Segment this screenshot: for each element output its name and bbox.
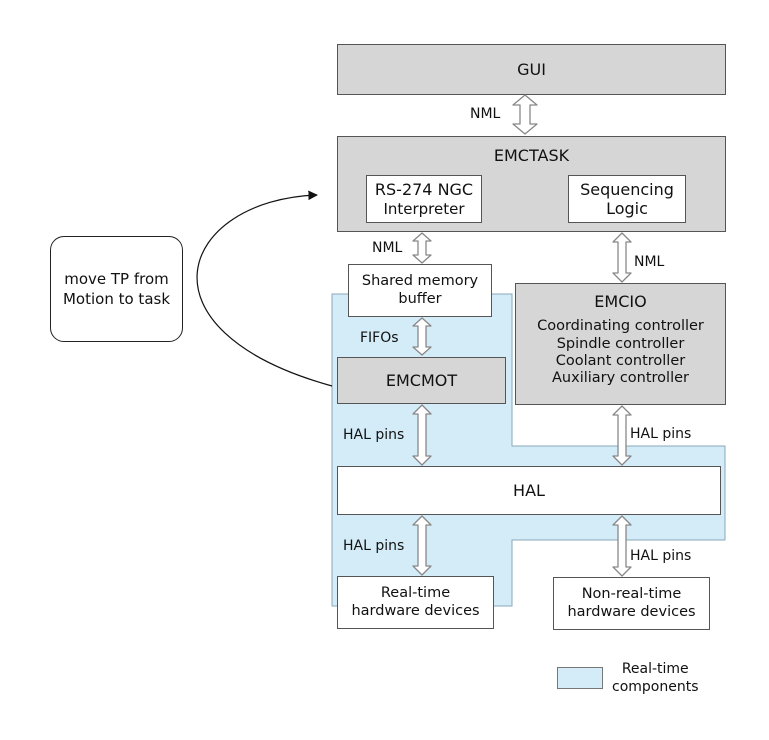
sequencing-line1: Sequencing bbox=[580, 179, 674, 199]
hal-pins-label-emcmot: HAL pins bbox=[343, 427, 405, 443]
legend-line1: Real-time bbox=[621, 661, 689, 677]
sequencing-line2: Logic bbox=[606, 199, 648, 218]
legend-swatch bbox=[557, 667, 603, 689]
legend-line2: components bbox=[612, 679, 699, 696]
shm-line1: Shared memory bbox=[361, 273, 479, 290]
arrow-emcio-hal bbox=[612, 405, 632, 466]
arrow-task-shm bbox=[412, 232, 432, 264]
emcio-item: Coolant controller bbox=[555, 352, 686, 369]
nml-label-gui-task: NML bbox=[470, 106, 501, 122]
nrt-line2: hardware devices bbox=[567, 603, 696, 620]
rt-line1: Real-time bbox=[380, 585, 451, 602]
gui-box: GUI bbox=[337, 44, 726, 95]
arrow-fifos bbox=[412, 317, 432, 356]
note-line1: move TP from bbox=[64, 269, 169, 288]
emcio-item: Auxiliary controller bbox=[552, 370, 689, 387]
rt-line2: hardware devices bbox=[351, 602, 480, 619]
hal-pins-label-rt: HAL pins bbox=[343, 538, 405, 554]
fifos-label: FIFOs bbox=[360, 330, 399, 346]
nrt-line1: Non-real-time bbox=[581, 586, 682, 603]
hal-label: HAL bbox=[513, 480, 545, 500]
emcio-item: Spindle controller bbox=[556, 335, 685, 352]
arrow-hal-rt bbox=[412, 515, 432, 576]
shared-memory-box: Shared memory buffer bbox=[348, 264, 492, 317]
shm-line2: buffer bbox=[398, 290, 442, 307]
emcmot-box: EMCMOT bbox=[337, 357, 506, 404]
interpreter-box: RS-274 NGC Interpreter bbox=[366, 175, 482, 223]
emcio-box: EMCIO Coordinating controller Spindle co… bbox=[515, 283, 726, 405]
hal-pins-label-nrt: HAL pins bbox=[630, 548, 692, 564]
gui-label: GUI bbox=[517, 59, 546, 79]
arrow-emcmot-hal bbox=[412, 404, 432, 466]
arrow-hal-nrt bbox=[612, 515, 632, 577]
rt-hardware-box: Real-time hardware devices bbox=[337, 576, 494, 629]
interpreter-line1: RS-274 NGC bbox=[374, 180, 474, 200]
nrt-hardware-box: Non-real-time hardware devices bbox=[553, 577, 710, 630]
interpreter-line2: Interpreter bbox=[383, 199, 465, 218]
legend-text: Real-time components bbox=[612, 660, 699, 696]
emcio-item: Coordinating controller bbox=[537, 318, 704, 335]
nml-label-task-shm: NML bbox=[372, 240, 403, 256]
sequencing-box: Sequencing Logic bbox=[568, 175, 686, 223]
emcmot-label: EMCMOT bbox=[385, 370, 458, 390]
emctask-label: EMCTASK bbox=[493, 146, 570, 165]
emcio-label: EMCIO bbox=[594, 292, 647, 311]
note-box: move TP from Motion to task bbox=[50, 236, 183, 342]
curve-arrow bbox=[196, 190, 333, 387]
hal-box: HAL bbox=[337, 466, 721, 515]
hal-pins-label-emcio: HAL pins bbox=[630, 426, 692, 442]
nml-label-task-emcio: NML bbox=[634, 254, 665, 270]
arrow-task-emcio bbox=[612, 232, 632, 283]
note-line2: Motion to task bbox=[62, 290, 171, 308]
arrow-gui-task bbox=[512, 94, 538, 135]
